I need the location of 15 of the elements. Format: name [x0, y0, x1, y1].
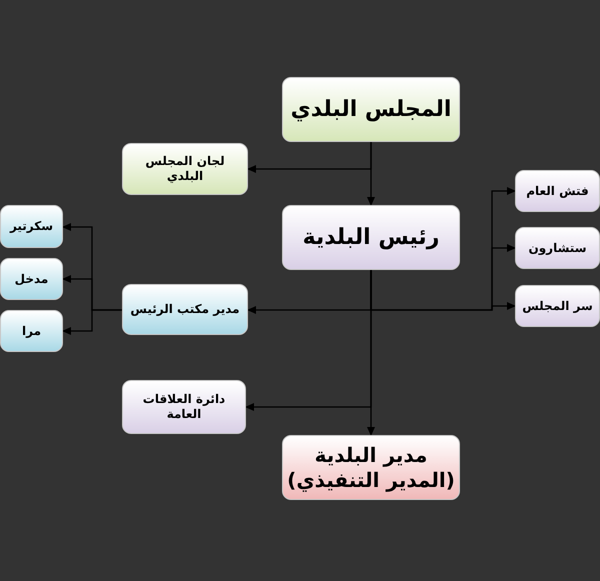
org-box: مدير مكتب الرئيس — [122, 284, 248, 335]
org-box: مدير البلدية (المدير التنفيذي) — [282, 435, 460, 500]
arrow — [370, 270, 516, 311]
org-box: سكرتير — [0, 205, 63, 248]
org-box: لجان المجلس البلدي — [122, 143, 248, 195]
org-box: سر المجلس — [515, 285, 600, 327]
org-box: ستشارون — [515, 227, 600, 269]
arrow — [62, 309, 122, 335]
org-box: دائرة العلاقات العامة — [122, 380, 246, 434]
org-box: المجلس البلدي — [282, 77, 460, 142]
org-box: فتش العام — [515, 170, 600, 212]
org-box: رئيس البلدية — [282, 205, 460, 270]
arrow — [367, 142, 375, 206]
org-box: مدخل — [0, 258, 63, 300]
org-box: مرا — [0, 310, 63, 352]
